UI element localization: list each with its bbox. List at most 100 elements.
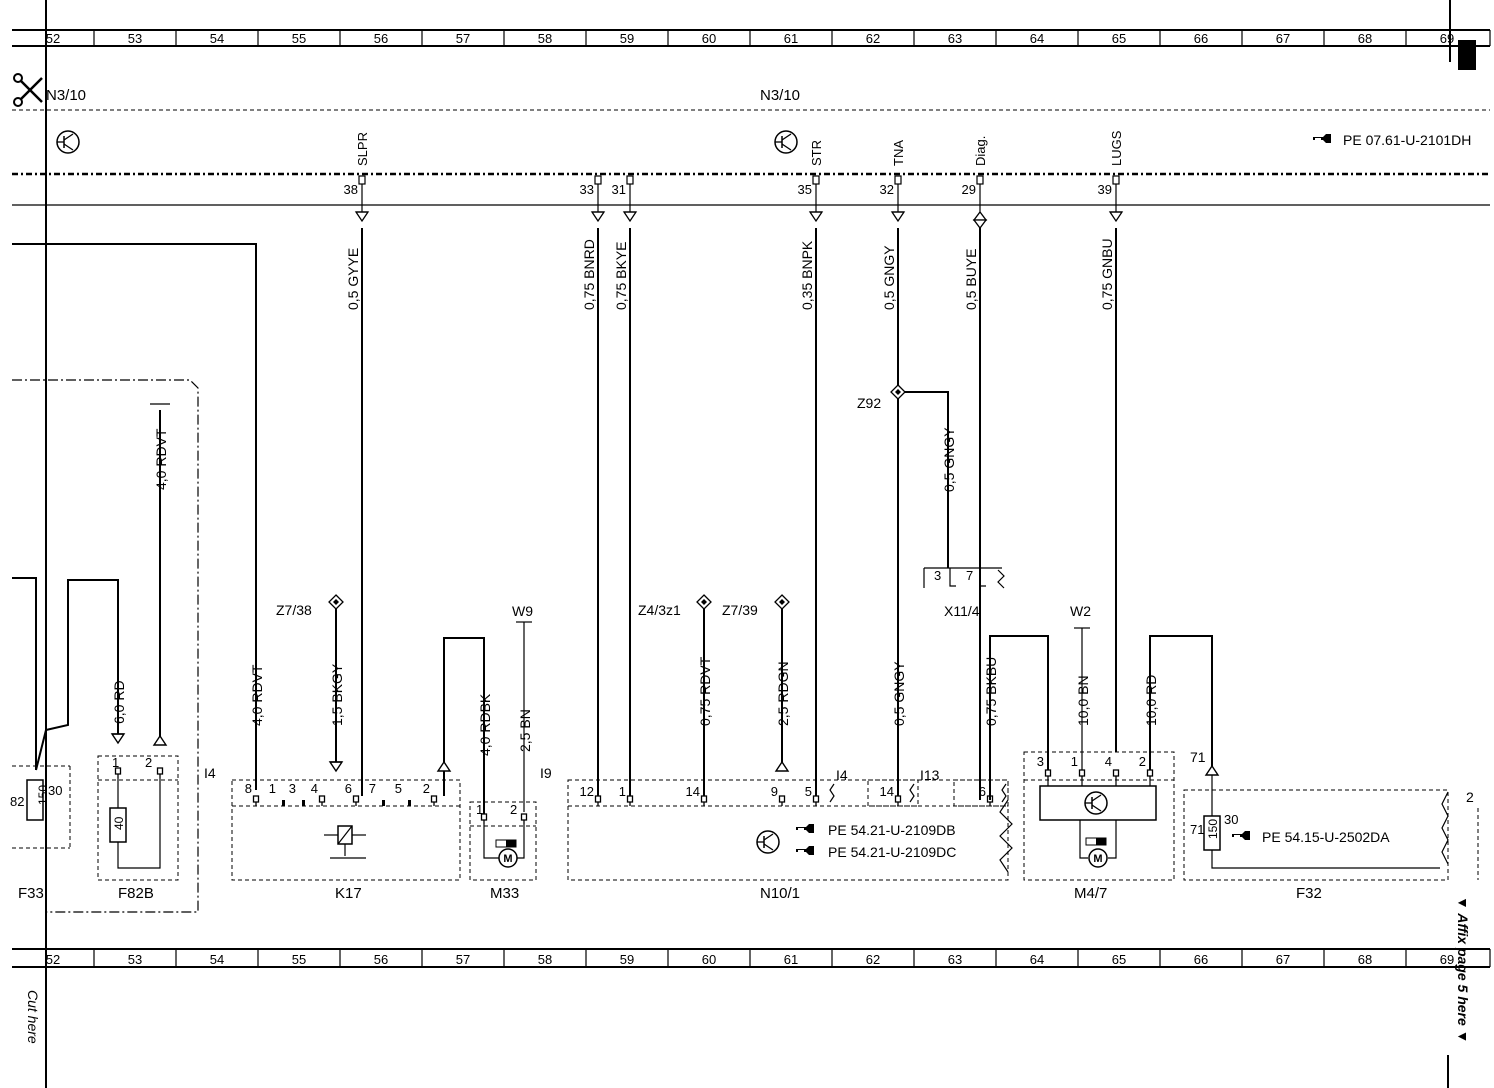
top-grid-number: 52 [46,31,60,46]
bottom-grid-number: 54 [210,952,224,967]
f82b-pin1: 1 [112,755,119,770]
k17-pin: 7 [369,781,376,796]
x11-label: X11/4 [944,603,980,619]
f82b-code: I4 [204,765,216,781]
wire-label: 0,5 BUYE [963,249,979,310]
m33-pin1: 1 [476,802,483,817]
k17-pin: 5 [395,781,402,796]
bottom-grid-number: 61 [784,952,798,967]
top-grid-number: 63 [948,31,962,46]
f32-fuse-value: 150 [1206,819,1220,839]
wire-label: 0,35 BNPK [799,240,815,310]
transistor-icon [756,830,780,854]
pin-number: 39 [1098,182,1112,197]
pin-number: 31 [612,182,626,197]
pin-number: 32 [880,182,894,197]
f32-pin-71: 71 [1190,822,1204,837]
n10-i13: I13 [920,767,940,783]
reference-top: PE 07.61-U-2101DH [1343,132,1471,148]
wire-label: 2,5 BN [517,709,533,752]
top-grid-number: 61 [784,31,798,46]
x11-pin-b: 7 [966,568,973,583]
signal-name: TNA [891,140,906,166]
wire-label: 10,0 BN [1075,675,1091,726]
top-grid-number: 68 [1358,31,1372,46]
f32-pin-30: 30 [1224,812,1238,827]
top-grid-number: 54 [210,31,224,46]
wire-label: 0,75 GNBU [1099,238,1115,310]
signal-column: 33 0,75 BNRD [580,175,606,796]
m47-pin: 4 [1105,754,1112,769]
reference-icon [796,846,814,855]
motor-m33: 1 2 M33 I9 W9 [469,603,552,902]
bottom-grid-number: 60 [702,952,716,967]
signal-name: LUGS [1109,130,1124,166]
top-grid-number: 66 [1194,31,1208,46]
f33-pin-left: 82 [10,794,24,809]
bottom-grid-number: 63 [948,952,962,967]
splice-z7-38: Z7/38 [276,602,312,618]
signal-name: SLPR [355,132,370,166]
top-grid-number: 64 [1030,31,1044,46]
motor-icon [498,848,518,868]
reference-icon [1232,831,1250,840]
fuse-value: 150 [36,785,50,805]
top-grid-number: 62 [866,31,880,46]
bottom-grid-number: 59 [620,952,634,967]
reference-icon [1313,134,1331,143]
fuse-f82b: 1 2 40 F82B I4 [97,733,216,902]
motor-icon [1088,848,1108,868]
n10-code: I4 [836,767,848,783]
f32-right-pin: 2 [1466,789,1474,805]
splice-z4-3z1: Z4/3z1 [638,602,681,618]
bottom-grid-number: 52 [46,952,60,967]
n10-pin6: 6 [979,784,986,799]
n10-pin: 14 [686,784,700,799]
bottom-grid-number: 69 [1440,952,1454,967]
wire-label: 0,75 BNRD [581,239,597,310]
m47-label: M4/7 [1074,885,1107,902]
k17-pin: 2 [423,781,430,796]
ground-w9: W9 [512,603,533,619]
n10-pin: 12 [580,784,594,799]
ground-w2: W2 [1070,603,1091,619]
f33-pin-right: 30 [48,783,62,798]
transistor-icon [56,130,80,154]
scissors-icon [13,73,43,107]
bottom-grid-number: 55 [292,952,306,967]
pin-number: 33 [580,182,594,197]
m33-pin2: 2 [510,802,517,817]
k17-pin: 1 [269,781,276,796]
signal-name: STR [809,140,824,166]
page-marker [1458,40,1476,70]
bottom-grid-number: 65 [1112,952,1126,967]
n10-label: N10/1 [760,885,800,902]
wire-label: 0,5 GNGY [881,245,897,310]
bottom-grid-number: 56 [374,952,388,967]
top-grid-number: 56 [374,31,388,46]
top-grid-number: 57 [456,31,470,46]
n10-pin: 5 [805,784,812,799]
wire-label: 4,0 RDVT [249,664,265,726]
m33-code: I9 [540,765,552,781]
f33-label: F33 [18,885,44,902]
bottom-grid-number: 62 [866,952,880,967]
signal-column: 31 0,75 BKYE [612,175,638,796]
k17-pin: 4 [311,781,318,796]
module-label-center: N3/10 [760,87,800,104]
diagnostic-connector: Z92 3 7 X11/4 [857,384,1005,619]
m47-pin: 2 [1139,754,1146,769]
signal-column: LUGS 39 0,75 GNBU [1098,130,1124,752]
n10-i13-pin: 14 [880,784,894,799]
x11-pin-a: 3 [934,568,941,583]
left-harness [12,243,257,913]
wire-label: 6,0 RD [111,680,127,724]
wire-label: 0,75 BKYE [613,242,629,311]
bottom-grid-number: 66 [1194,952,1208,967]
